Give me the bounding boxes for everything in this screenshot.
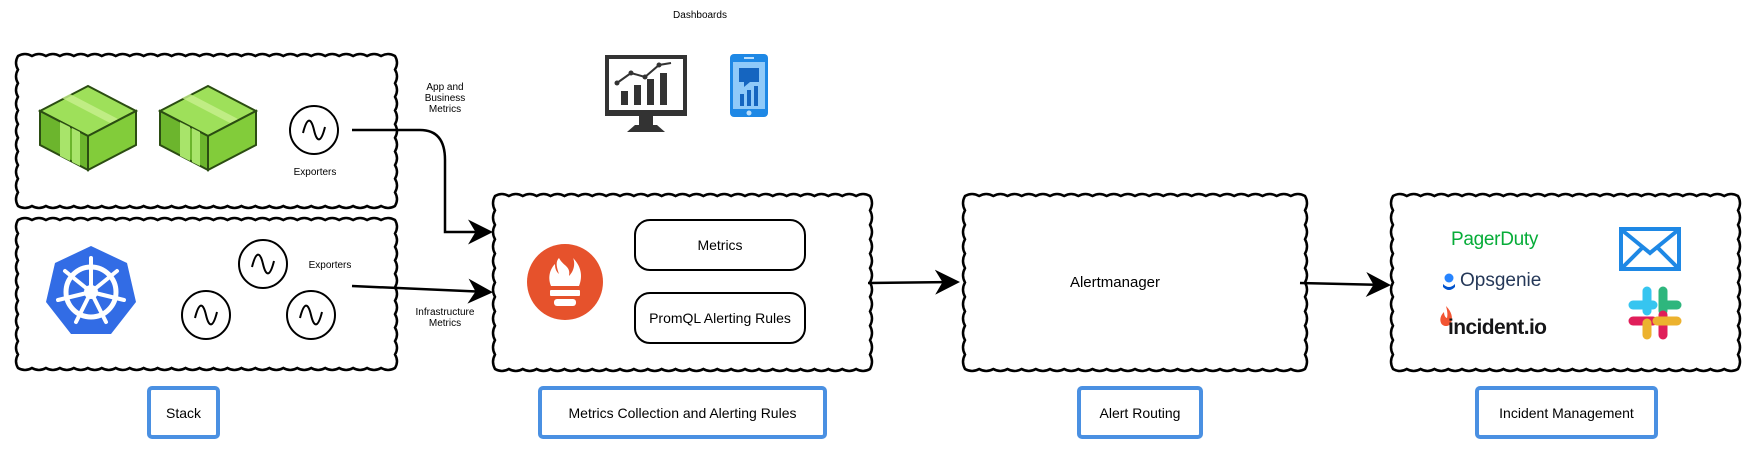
alert-routing-group [961, 192, 1309, 373]
to-incident-arrow [1299, 272, 1391, 298]
stage-stack: Stack [147, 386, 220, 439]
pagerduty-logo: PagerDuty [1451, 229, 1539, 250]
slack-icon [1628, 286, 1682, 340]
alertmanager-label: Alertmanager [1069, 274, 1161, 291]
stage-incident-management: Incident Management [1475, 386, 1658, 439]
kubernetes-icon [46, 246, 136, 334]
incident-management-group [1389, 192, 1742, 373]
exporter-icon [289, 105, 339, 155]
opsgenie-icon [1443, 273, 1455, 290]
exporters-bottom-label: Exporters [308, 260, 352, 271]
infra-metrics-label: Infrastructure Metrics [415, 307, 475, 329]
exporter-icon [286, 290, 336, 340]
opsgenie-logo: Opsgenie [1460, 270, 1542, 291]
incidentio-logo: incident.io [1448, 316, 1547, 339]
email-icon [1619, 227, 1681, 271]
stage-alert-routing: Alert Routing [1077, 386, 1203, 439]
prometheus-icon [527, 244, 603, 320]
infra-metrics-arrow [351, 278, 493, 304]
promql-rules-pill: PromQL Alerting Rules [634, 292, 806, 344]
exporter-icon [181, 290, 231, 340]
exporters-top-label: Exporters [293, 167, 337, 178]
to-alertmanager-arrow [867, 269, 960, 295]
stage-metrics-collection: Metrics Collection and Alerting Rules [538, 386, 827, 439]
dashboard-mobile-icon [730, 54, 768, 117]
app-metrics-label: App and Business Metrics [424, 82, 466, 115]
app-metrics-arrow [352, 128, 493, 245]
incidentio-flame-icon [1440, 306, 1452, 326]
metrics-pill: Metrics [634, 219, 806, 271]
app-package-icon [157, 84, 259, 172]
app-package-icon [37, 84, 139, 172]
exporter-icon [238, 239, 288, 289]
dashboard-monitor-icon [605, 55, 687, 132]
dashboards-label: Dashboards [673, 10, 727, 21]
